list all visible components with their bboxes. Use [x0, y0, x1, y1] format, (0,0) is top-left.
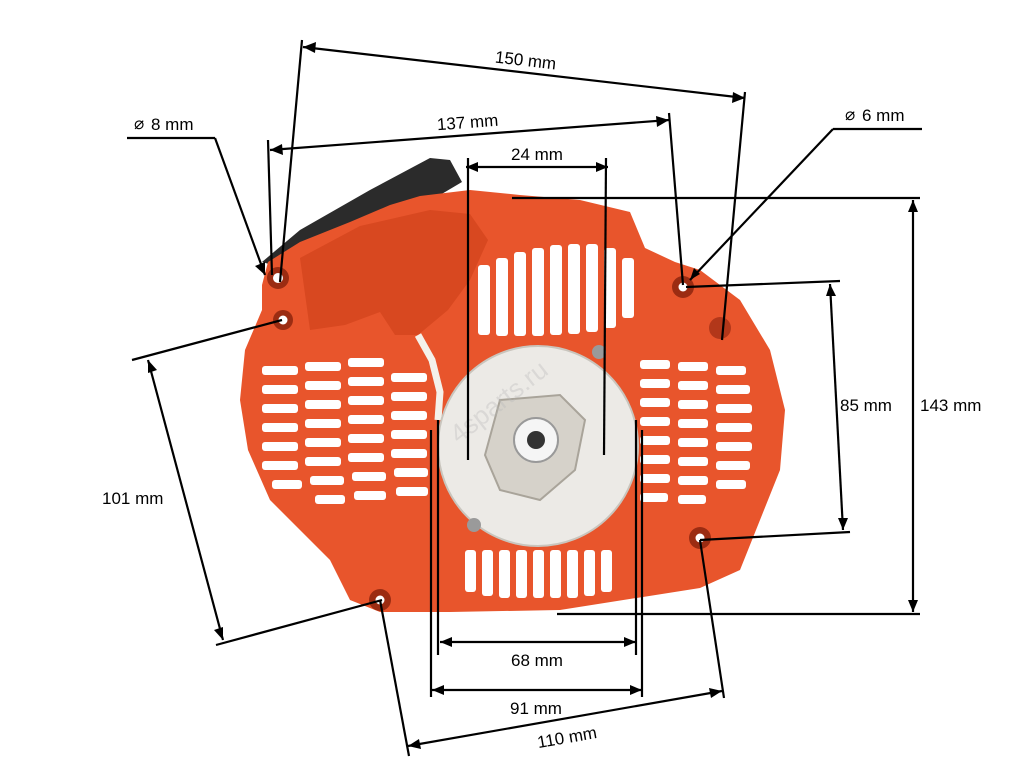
label-91mm: 91 mm — [510, 699, 562, 718]
label-6mm: 6 mm — [862, 106, 905, 125]
label-137mm: 137 mm — [436, 111, 499, 135]
vent-slots-bottom — [465, 550, 612, 598]
diameter-symbol-icon: ⌀ — [134, 114, 144, 133]
vent-grid-right — [640, 360, 752, 504]
label-24mm: 24 mm — [511, 145, 563, 164]
dimension-labels: 150 mm 137 mm 24 mm ⌀ 8 mm ⌀ 6 mm 143 mm… — [102, 48, 981, 753]
diameter-symbol-icon: ⌀ — [845, 105, 855, 124]
dimension-lines — [127, 39, 922, 757]
label-110mm: 110 mm — [536, 723, 599, 752]
recoil-starter-photo: 4sparts.ru — [240, 158, 785, 612]
label-8mm: 8 mm — [151, 115, 194, 134]
handle-guard — [300, 210, 488, 335]
label-85mm: 85 mm — [840, 396, 892, 415]
label-143mm: 143 mm — [920, 396, 981, 415]
label-101mm: 101 mm — [102, 489, 163, 508]
vent-grid-left — [262, 358, 428, 504]
mount-hole-right-boss — [709, 317, 731, 339]
pulley-screw-bottom — [467, 518, 481, 532]
label-68mm: 68 mm — [511, 651, 563, 670]
starter-rope — [414, 333, 444, 421]
pulley-screw-top — [592, 345, 606, 359]
vent-slots-top — [478, 244, 634, 336]
